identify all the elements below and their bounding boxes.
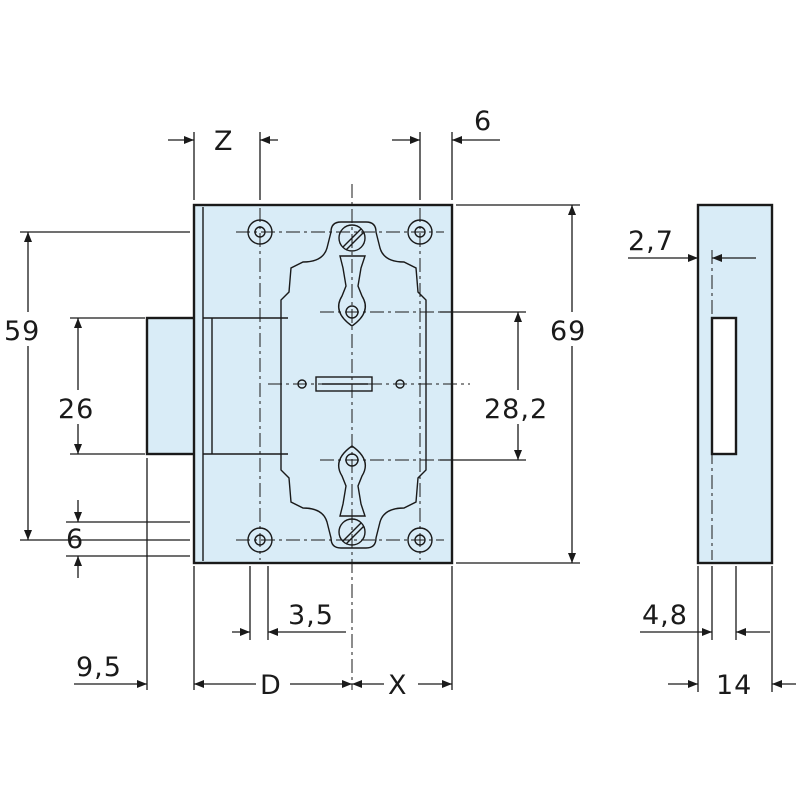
arrow — [184, 136, 194, 144]
dim-label-two-seven: 2,7 — [628, 226, 674, 257]
dim-label-nine-five: 9,5 — [76, 652, 122, 683]
arrow — [514, 312, 522, 322]
escutcheon-plate — [280, 221, 427, 549]
top-key-cover — [338, 255, 366, 327]
top-screw-slot-b — [345, 231, 365, 251]
arrow — [568, 553, 576, 563]
arrow — [240, 628, 250, 636]
dim-label-sixty-nine: 69 — [550, 316, 586, 347]
arrow — [74, 444, 82, 454]
bottom-screw-slot-b — [345, 525, 365, 545]
dim-label-four-eight: 4,8 — [642, 600, 688, 631]
arrow — [702, 628, 712, 636]
dim-label-fifty-nine: 59 — [4, 316, 40, 347]
side-view-dimensions: 2,7 4,8 14 — [628, 226, 796, 701]
front-view-dimensions: Z 6 59 26 6 9,5 — [2, 106, 594, 701]
bolt — [145, 316, 201, 456]
arrow — [260, 136, 270, 144]
label-mask — [256, 668, 290, 700]
arrow — [772, 680, 782, 688]
arrow — [342, 680, 352, 688]
dim-label-x: X — [388, 670, 408, 701]
arrow — [74, 318, 82, 328]
arrow — [410, 136, 420, 144]
arrow — [452, 136, 462, 144]
arrow — [137, 680, 147, 688]
dim-label-d: D — [260, 670, 282, 701]
dim-label-z: Z — [214, 126, 234, 157]
top-screw-head — [338, 224, 366, 252]
dim-label-three-five: 3,5 — [288, 600, 334, 631]
side-view — [696, 203, 774, 565]
arrow — [74, 512, 82, 522]
label-mask — [56, 390, 102, 424]
arrow — [352, 680, 362, 688]
arrow — [568, 205, 576, 215]
arrow — [442, 680, 452, 688]
label-mask — [548, 312, 594, 346]
arrow — [688, 680, 698, 688]
dim-label-six-top: 6 — [474, 106, 492, 137]
arrow — [24, 232, 32, 242]
dim-label-six-left: 6 — [66, 524, 84, 555]
label-mask — [2, 312, 50, 346]
bottom-screw-slot-a — [342, 522, 362, 542]
label-mask — [482, 390, 556, 424]
arrow — [268, 628, 278, 636]
arrow — [688, 254, 698, 262]
arrow — [514, 450, 522, 460]
arrow — [74, 556, 82, 566]
dim-label-twenty-eight-two: 28,2 — [484, 394, 548, 425]
arrow — [24, 530, 32, 540]
arrow — [712, 254, 722, 262]
side-bolt-slot — [710, 316, 738, 456]
front-view — [145, 184, 470, 690]
dim-label-twenty-six: 26 — [58, 394, 94, 425]
arrow — [736, 628, 746, 636]
dim-label-fourteen: 14 — [716, 670, 752, 701]
label-mask — [384, 668, 418, 700]
